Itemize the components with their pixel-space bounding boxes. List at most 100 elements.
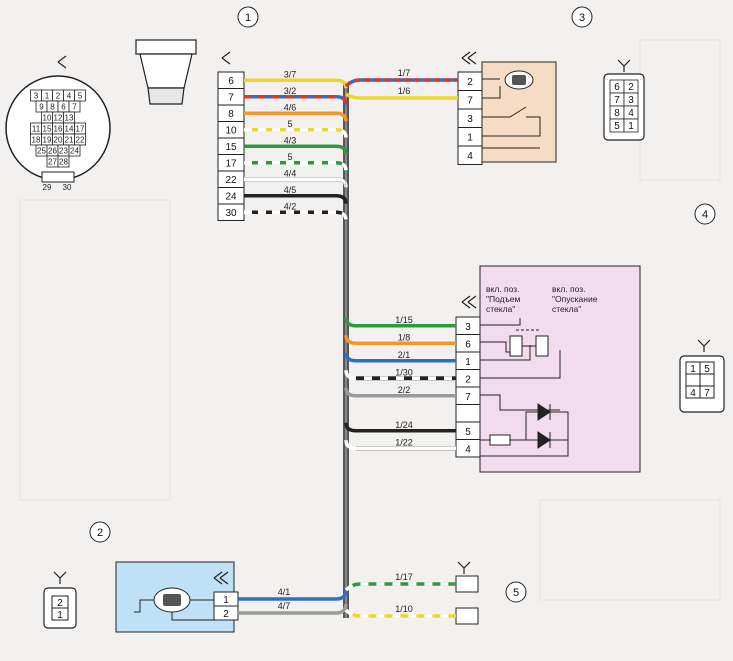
- block2-pin-1: 1: [223, 595, 229, 606]
- caption-left-line3: стекла": [486, 304, 515, 314]
- block4-wire-label: 2/2: [398, 385, 411, 395]
- block4: вкл. поз. "Подъем стекла" вкл. поз. "Опу…: [455, 265, 641, 473]
- plug-icon: [617, 59, 631, 72]
- double-arrow-icon: [213, 571, 229, 585]
- harness1-wire-stripe: [244, 161, 348, 171]
- round-pin-2: 2: [56, 92, 61, 101]
- harness1-label: 3/2: [284, 86, 297, 96]
- round-pin-22: 22: [76, 136, 85, 145]
- block4-wire-label: 1/30: [395, 367, 413, 377]
- harness1-label: 4/6: [284, 102, 297, 112]
- block4-wire: [344, 335, 456, 345]
- block1-pin-8: 8: [228, 109, 234, 120]
- block4-wire-label: 1/24: [395, 420, 413, 430]
- block2: 1 2: [115, 561, 239, 633]
- conn3-pin-3: 3: [628, 95, 634, 106]
- callout-1-label: 1: [245, 12, 251, 24]
- round-pin-27: 27: [48, 158, 57, 167]
- round-pin-20: 20: [54, 136, 63, 145]
- callout-5: 5: [505, 581, 527, 603]
- round-pin-18: 18: [32, 136, 41, 145]
- block4-wire-label: 2/1: [398, 350, 411, 360]
- round-pin-1: 1: [45, 92, 50, 101]
- block4-wire: [344, 370, 456, 380]
- conn4-pin-1: 1: [690, 364, 696, 375]
- block4-pin-5: 5: [465, 427, 471, 438]
- harness1-wire: [244, 177, 348, 188]
- connector-4: 1 5 4 7: [679, 339, 725, 413]
- double-arrow-icon: [461, 51, 477, 65]
- wire-label-1-6: 1/6: [398, 86, 411, 96]
- plug-icon: [697, 339, 711, 352]
- block1-pin-30: 30: [225, 208, 237, 219]
- conn3-pin-7: 7: [614, 95, 620, 106]
- switch-contacts-icon: [480, 318, 561, 411]
- motor-body-icon: [163, 594, 181, 606]
- round-pin-11: 11: [32, 125, 41, 134]
- callout-2-label: 2: [97, 527, 103, 539]
- harness1-wire: [244, 78, 348, 89]
- block3-pin-7: 7: [467, 96, 473, 107]
- harness1-wire: [244, 194, 348, 204]
- block4-wire-label: 1/22: [395, 437, 413, 447]
- block4-wire-label: 1/15: [395, 315, 413, 325]
- block4-wire: [344, 422, 456, 433]
- wire-label-1-10: 1/10: [395, 604, 413, 614]
- block4-wire: [344, 440, 456, 450]
- double-arrow-icon: [461, 295, 477, 309]
- pin-29-label: 29: [43, 183, 52, 192]
- harness1-wire-stripe: [244, 210, 348, 221]
- harness1-label: 4/5: [284, 185, 297, 195]
- round-pin-4: 4: [67, 92, 72, 101]
- block2-pin-2: 2: [223, 609, 229, 620]
- block4-pin-2: 2: [465, 375, 471, 386]
- conn3-pin-2: 2: [628, 82, 634, 93]
- harness1-label: 4/4: [284, 168, 297, 178]
- round-pin-5: 5: [78, 92, 83, 101]
- block4-pin-1: 1: [465, 357, 471, 368]
- callout-4: 4: [694, 203, 716, 225]
- block4-wire: [344, 387, 456, 398]
- round-pin-19: 19: [43, 136, 52, 145]
- harness1-wire: [244, 111, 348, 122]
- diode-icon: [480, 403, 569, 457]
- conn3-pin-8: 8: [614, 108, 620, 119]
- block3-pin-1: 1: [467, 133, 473, 144]
- harness1-wires: 3/73/24/654/354/44/54/2: [244, 69, 348, 221]
- round-pin-12: 12: [54, 114, 63, 123]
- wire-label-4-1: 4/1: [278, 587, 291, 597]
- block1-pin-6: 6: [228, 76, 234, 87]
- block3-wires: 1/7 1/6: [344, 68, 458, 100]
- round-pin-24: 24: [70, 147, 79, 156]
- round-pin-7: 7: [72, 103, 77, 112]
- plug-icon: [457, 561, 471, 574]
- wire-label-1-17: 1/17: [395, 572, 413, 582]
- conn3-pin-1: 1: [628, 121, 634, 132]
- wire-label-4-7: 4/7: [278, 601, 291, 611]
- pin-30-label: 30: [63, 183, 72, 192]
- caption-right-line1: вкл. поз.: [552, 284, 586, 294]
- block3-pin-2: 2: [467, 77, 473, 88]
- round-pin-15: 15: [43, 125, 52, 134]
- conn2-pin-2: 2: [57, 598, 63, 609]
- conn2-pin-1: 1: [57, 610, 63, 621]
- harness1-label: 4/2: [284, 201, 297, 211]
- conn3-pin-cell: [623, 118, 639, 133]
- harness1-label: 5: [287, 152, 292, 162]
- callout-3: 3: [571, 6, 593, 28]
- callout-4-label: 4: [702, 209, 708, 221]
- arrow-left-icon: [221, 51, 231, 65]
- block1-pin-15: 15: [225, 142, 237, 153]
- caption-right-line3: стекла": [552, 304, 581, 314]
- conn3-pin-4: 4: [628, 108, 634, 119]
- round-pin-cell: [68, 144, 81, 157]
- harness1-label: 4/3: [284, 135, 297, 145]
- round-pin-9: 9: [39, 103, 44, 112]
- round-pin-17: 17: [76, 125, 85, 134]
- caption-left-line1: вкл. поз.: [486, 284, 520, 294]
